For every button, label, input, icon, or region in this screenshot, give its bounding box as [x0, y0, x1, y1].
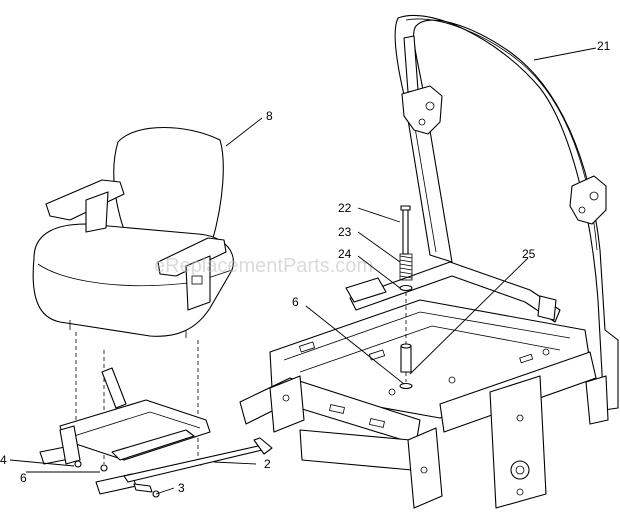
callout-leaders: [9, 47, 597, 495]
callout-2: 2: [264, 457, 271, 471]
watermark: eReplacementParts.com: [154, 255, 373, 277]
callout-21: 21: [597, 39, 611, 53]
seat-link-rod: [123, 437, 273, 498]
callout-22: 22: [338, 201, 352, 215]
seat-base-plate: [39, 367, 211, 495]
pivot-bolt-stack: [399, 205, 413, 390]
roll-bar: [394, 14, 619, 425]
callout-24: 24: [338, 247, 352, 261]
callout-25: 25: [522, 247, 536, 261]
callout-4: 4: [0, 453, 7, 467]
callout-6-base: 6: [20, 471, 27, 485]
callout-labels: 21 8 22 23 24 25 6 2 4 6 3: [0, 39, 611, 495]
mower-frame: [239, 261, 597, 509]
callout-8: 8: [266, 109, 273, 123]
callout-23: 23: [338, 225, 352, 239]
seat-assembly: [32, 127, 234, 338]
callout-3: 3: [178, 481, 185, 495]
callout-6-frame: 6: [292, 295, 299, 309]
